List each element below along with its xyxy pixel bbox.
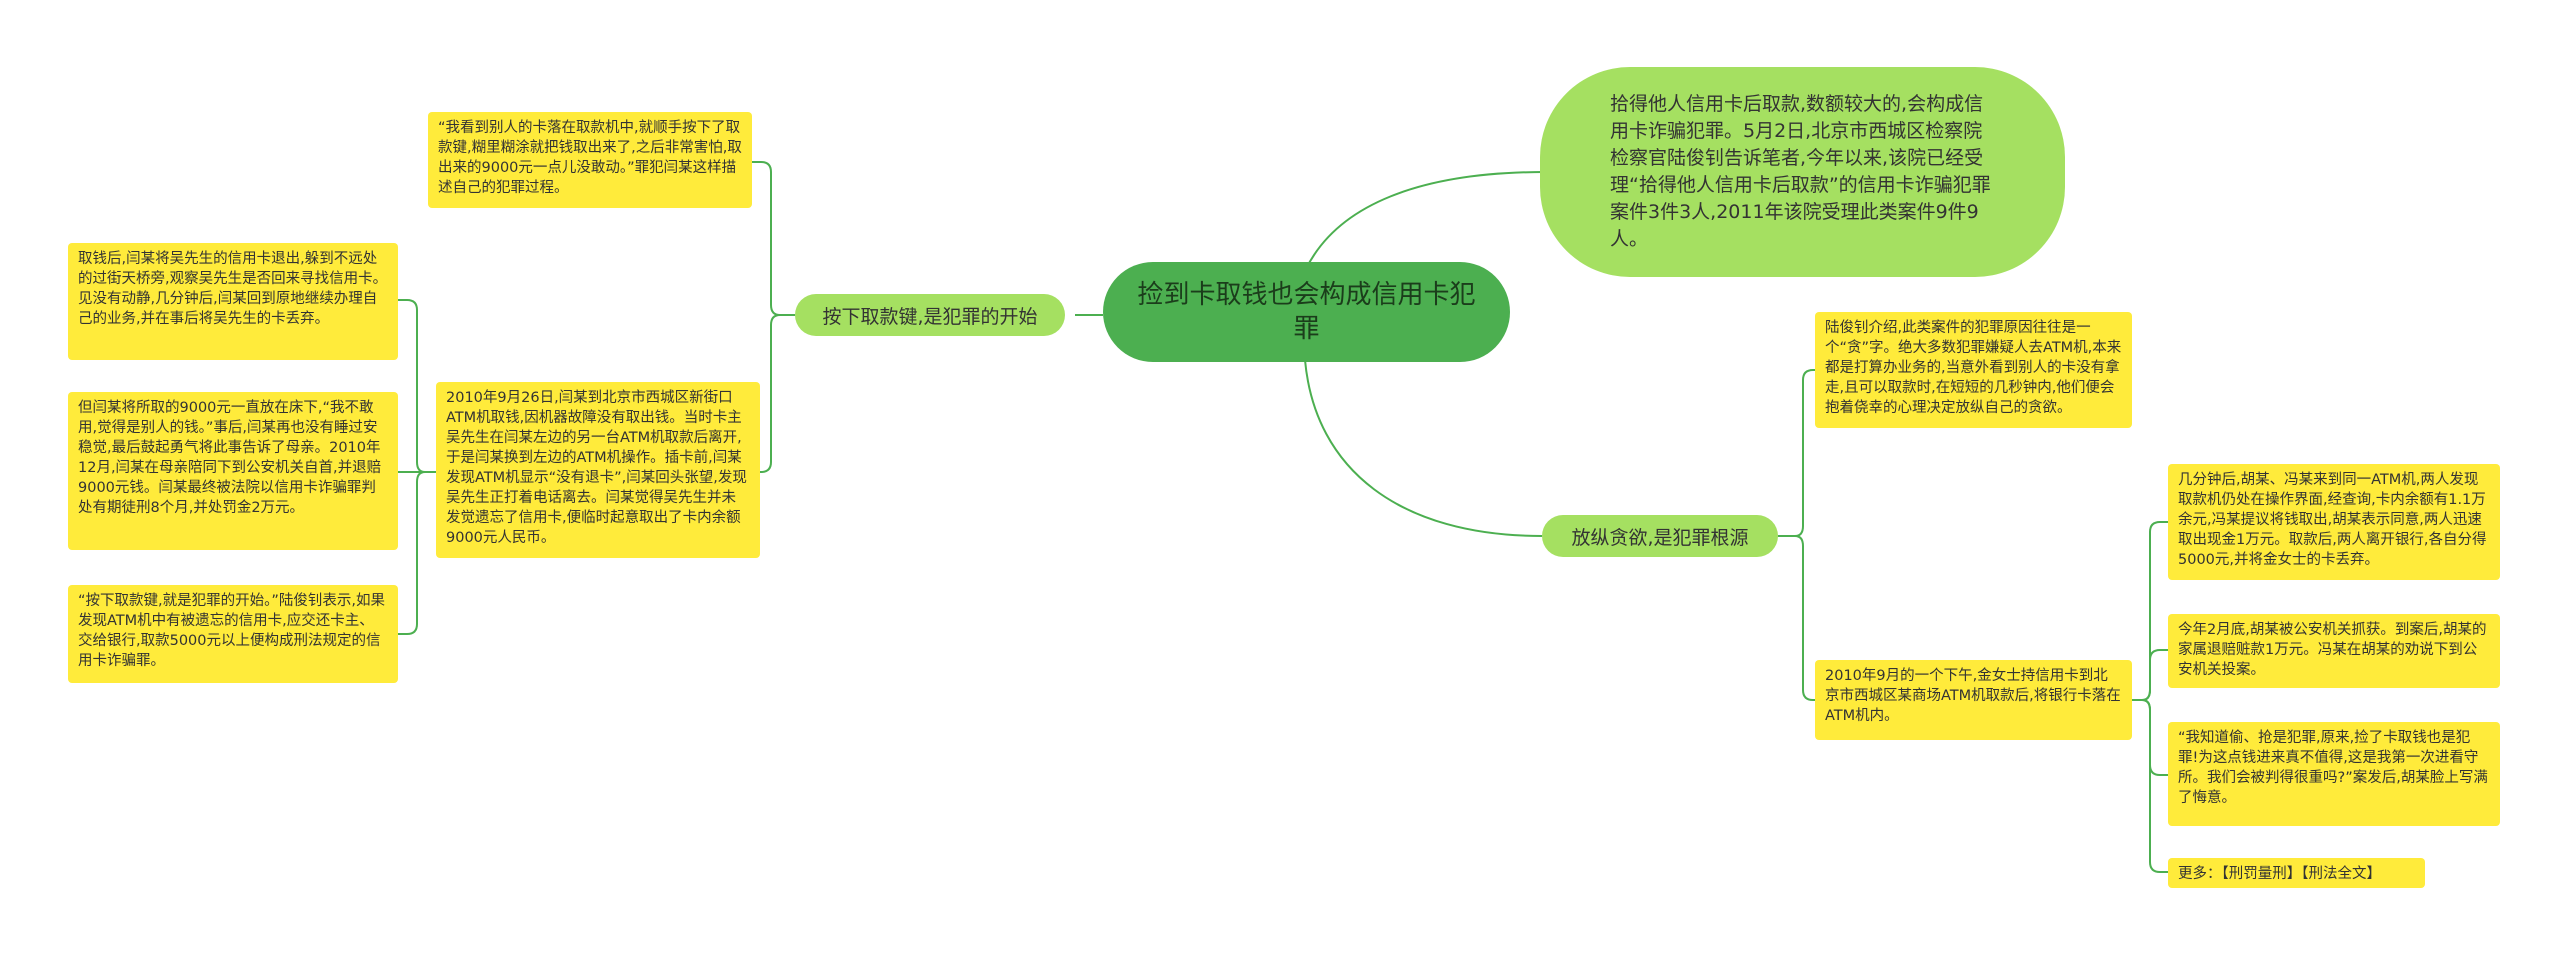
connector-story-d3 [398, 471, 426, 635]
left-detail-text-3: “按下取款键,就是犯罪的开始。”陆俊钊表示,如果发现ATM机中有被遗忘的信用卡,… [78, 593, 385, 669]
root-title: 捡到卡取钱也会构成信用卡犯罪 [1137, 280, 1476, 344]
connector-left-quote [752, 161, 795, 316]
right-case-text: 2010年9月的一个下午,金女士持信用卡到北京市西城区某商场ATM机取款后,将银… [1825, 668, 2121, 724]
connector-case-d2 [2141, 649, 2168, 701]
intro-node[interactable]: 拾得他人信用卡后取款,数额较大的,会构成信用卡诈骗犯罪。5月2日,北京市西城区检… [1540, 67, 2065, 277]
left-story-note[interactable]: 2010年9月26日,闫某到北京市西城区新街口ATM机取钱,因机器故障没有取出钱… [436, 382, 760, 558]
right-case-note[interactable]: 2010年9月的一个下午,金女士持信用卡到北京市西城区某商场ATM机取款后,将银… [1815, 660, 2132, 740]
connector-root-right [1304, 359, 1543, 537]
left-story-text: 2010年9月26日,闫某到北京市西城区新街口ATM机取钱,因机器故障没有取出钱… [446, 390, 747, 546]
connector-left-story [752, 314, 781, 473]
connector-right-analysis [1778, 369, 1815, 537]
intro-text: 拾得他人信用卡后取款,数额较大的,会构成信用卡诈骗犯罪。5月2日,北京市西城区检… [1610, 93, 1991, 250]
more-links-text[interactable]: 更多：【刑罚量刑】【刑法全文】 [2178, 866, 2381, 882]
connector-story-d1 [398, 299, 436, 473]
connector-case-d4 [2141, 699, 2168, 873]
left-detail-note-2[interactable]: 但闫某将所取的9000元一直放在床下,“我不敢用,觉得是别人的钱。”事后,闫某再… [68, 392, 398, 550]
right-detail-text-3: “我知道偷、抢是犯罪,原来,捡了卡取钱也是犯罪!为这点钱进来真不值得,这是我第一… [2178, 730, 2488, 806]
left-branch-label: 按下取款键,是犯罪的开始 [822, 305, 1038, 328]
right-analysis-text: 陆俊钊介绍,此类案件的犯罪原因往往是一个“贪”字。绝大多数犯罪嫌疑人去ATM机,… [1825, 320, 2122, 416]
left-detail-text-2: 但闫某将所取的9000元一直放在床下,“我不敢用,觉得是别人的钱。”事后,闫某再… [78, 400, 382, 516]
left-detail-text-1: 取钱后,闫某将吴先生的信用卡退出,躲到不远处的过街天桥旁,观察吴先生是否回来寻找… [78, 251, 388, 327]
right-detail-note-1[interactable]: 几分钟后,胡某、冯某来到同一ATM机,两人发现取款机仍处在操作界面,经查询,卡内… [2168, 464, 2500, 580]
root-node[interactable]: 捡到卡取钱也会构成信用卡犯罪 [1103, 262, 1510, 362]
connector-case-d3 [2141, 699, 2168, 776]
right-branch-node[interactable]: 放纵贪欲,是犯罪根源 [1542, 515, 1778, 557]
connector-right-case [1794, 535, 1815, 701]
left-quote-note[interactable]: “我看到别人的卡落在取款机中,就顺手按下了取款键,糊里糊涂就把钱取出来了,之后非… [428, 112, 752, 208]
right-detail-text-2: 今年2月底,胡某被公安机关抓获。到案后,胡某的家属退赔赃款1万元。冯某在胡某的劝… [2178, 622, 2487, 678]
left-detail-note-1[interactable]: 取钱后,闫某将吴先生的信用卡退出,躲到不远处的过街天桥旁,观察吴先生是否回来寻找… [68, 243, 398, 360]
right-branch-label: 放纵贪欲,是犯罪根源 [1571, 526, 1749, 549]
right-analysis-note[interactable]: 陆俊钊介绍,此类案件的犯罪原因往往是一个“贪”字。绝大多数犯罪嫌疑人去ATM机,… [1815, 312, 2132, 428]
right-detail-note-2[interactable]: 今年2月底,胡某被公安机关抓获。到案后,胡某的家属退赔赃款1万元。冯某在胡某的劝… [2168, 614, 2500, 688]
right-detail-text-1: 几分钟后,胡某、冯某来到同一ATM机,两人发现取款机仍处在操作界面,经查询,卡内… [2178, 472, 2487, 568]
more-links-note[interactable]: 更多：【刑罚量刑】【刑法全文】 [2168, 858, 2425, 888]
left-branch-node[interactable]: 按下取款键,是犯罪的开始 [795, 294, 1065, 336]
left-quote-text: “我看到别人的卡落在取款机中,就顺手按下了取款键,糊里糊涂就把钱取出来了,之后非… [438, 120, 742, 196]
right-detail-note-3[interactable]: “我知道偷、抢是犯罪,原来,捡了卡取钱也是犯罪!为这点钱进来真不值得,这是我第一… [2168, 722, 2500, 826]
left-detail-note-3[interactable]: “按下取款键,就是犯罪的开始。”陆俊钊表示,如果发现ATM机中有被遗忘的信用卡,… [68, 585, 398, 683]
connector-root-intro [1299, 171, 1546, 284]
